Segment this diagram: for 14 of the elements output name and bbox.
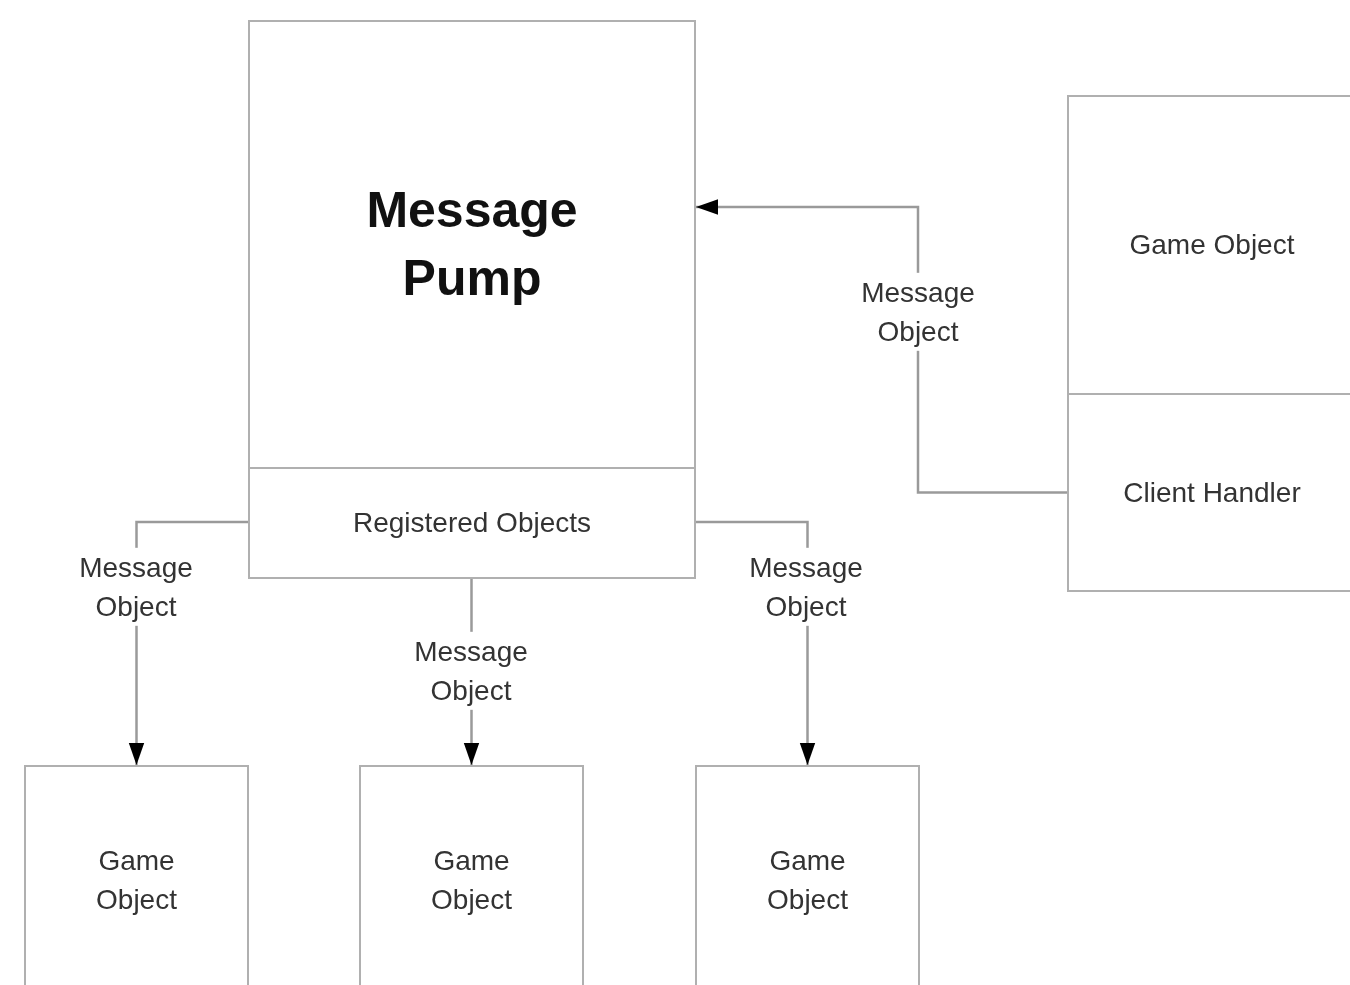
box-label: Game Object xyxy=(766,843,849,917)
process-box xyxy=(1067,95,1350,395)
process-box xyxy=(248,20,696,469)
box-label: Client Handler xyxy=(1123,475,1301,510)
box-label: Game Object xyxy=(95,843,178,917)
process-box xyxy=(695,765,920,985)
box-label: Game Object xyxy=(430,843,513,917)
box-label: Registered Objects xyxy=(352,506,592,541)
process-box xyxy=(359,765,584,985)
process-box xyxy=(1067,393,1350,592)
box-label: Message Pump xyxy=(365,181,579,308)
box-label: Game Object xyxy=(1129,228,1295,263)
process-box xyxy=(24,765,249,985)
process-box xyxy=(248,467,696,579)
